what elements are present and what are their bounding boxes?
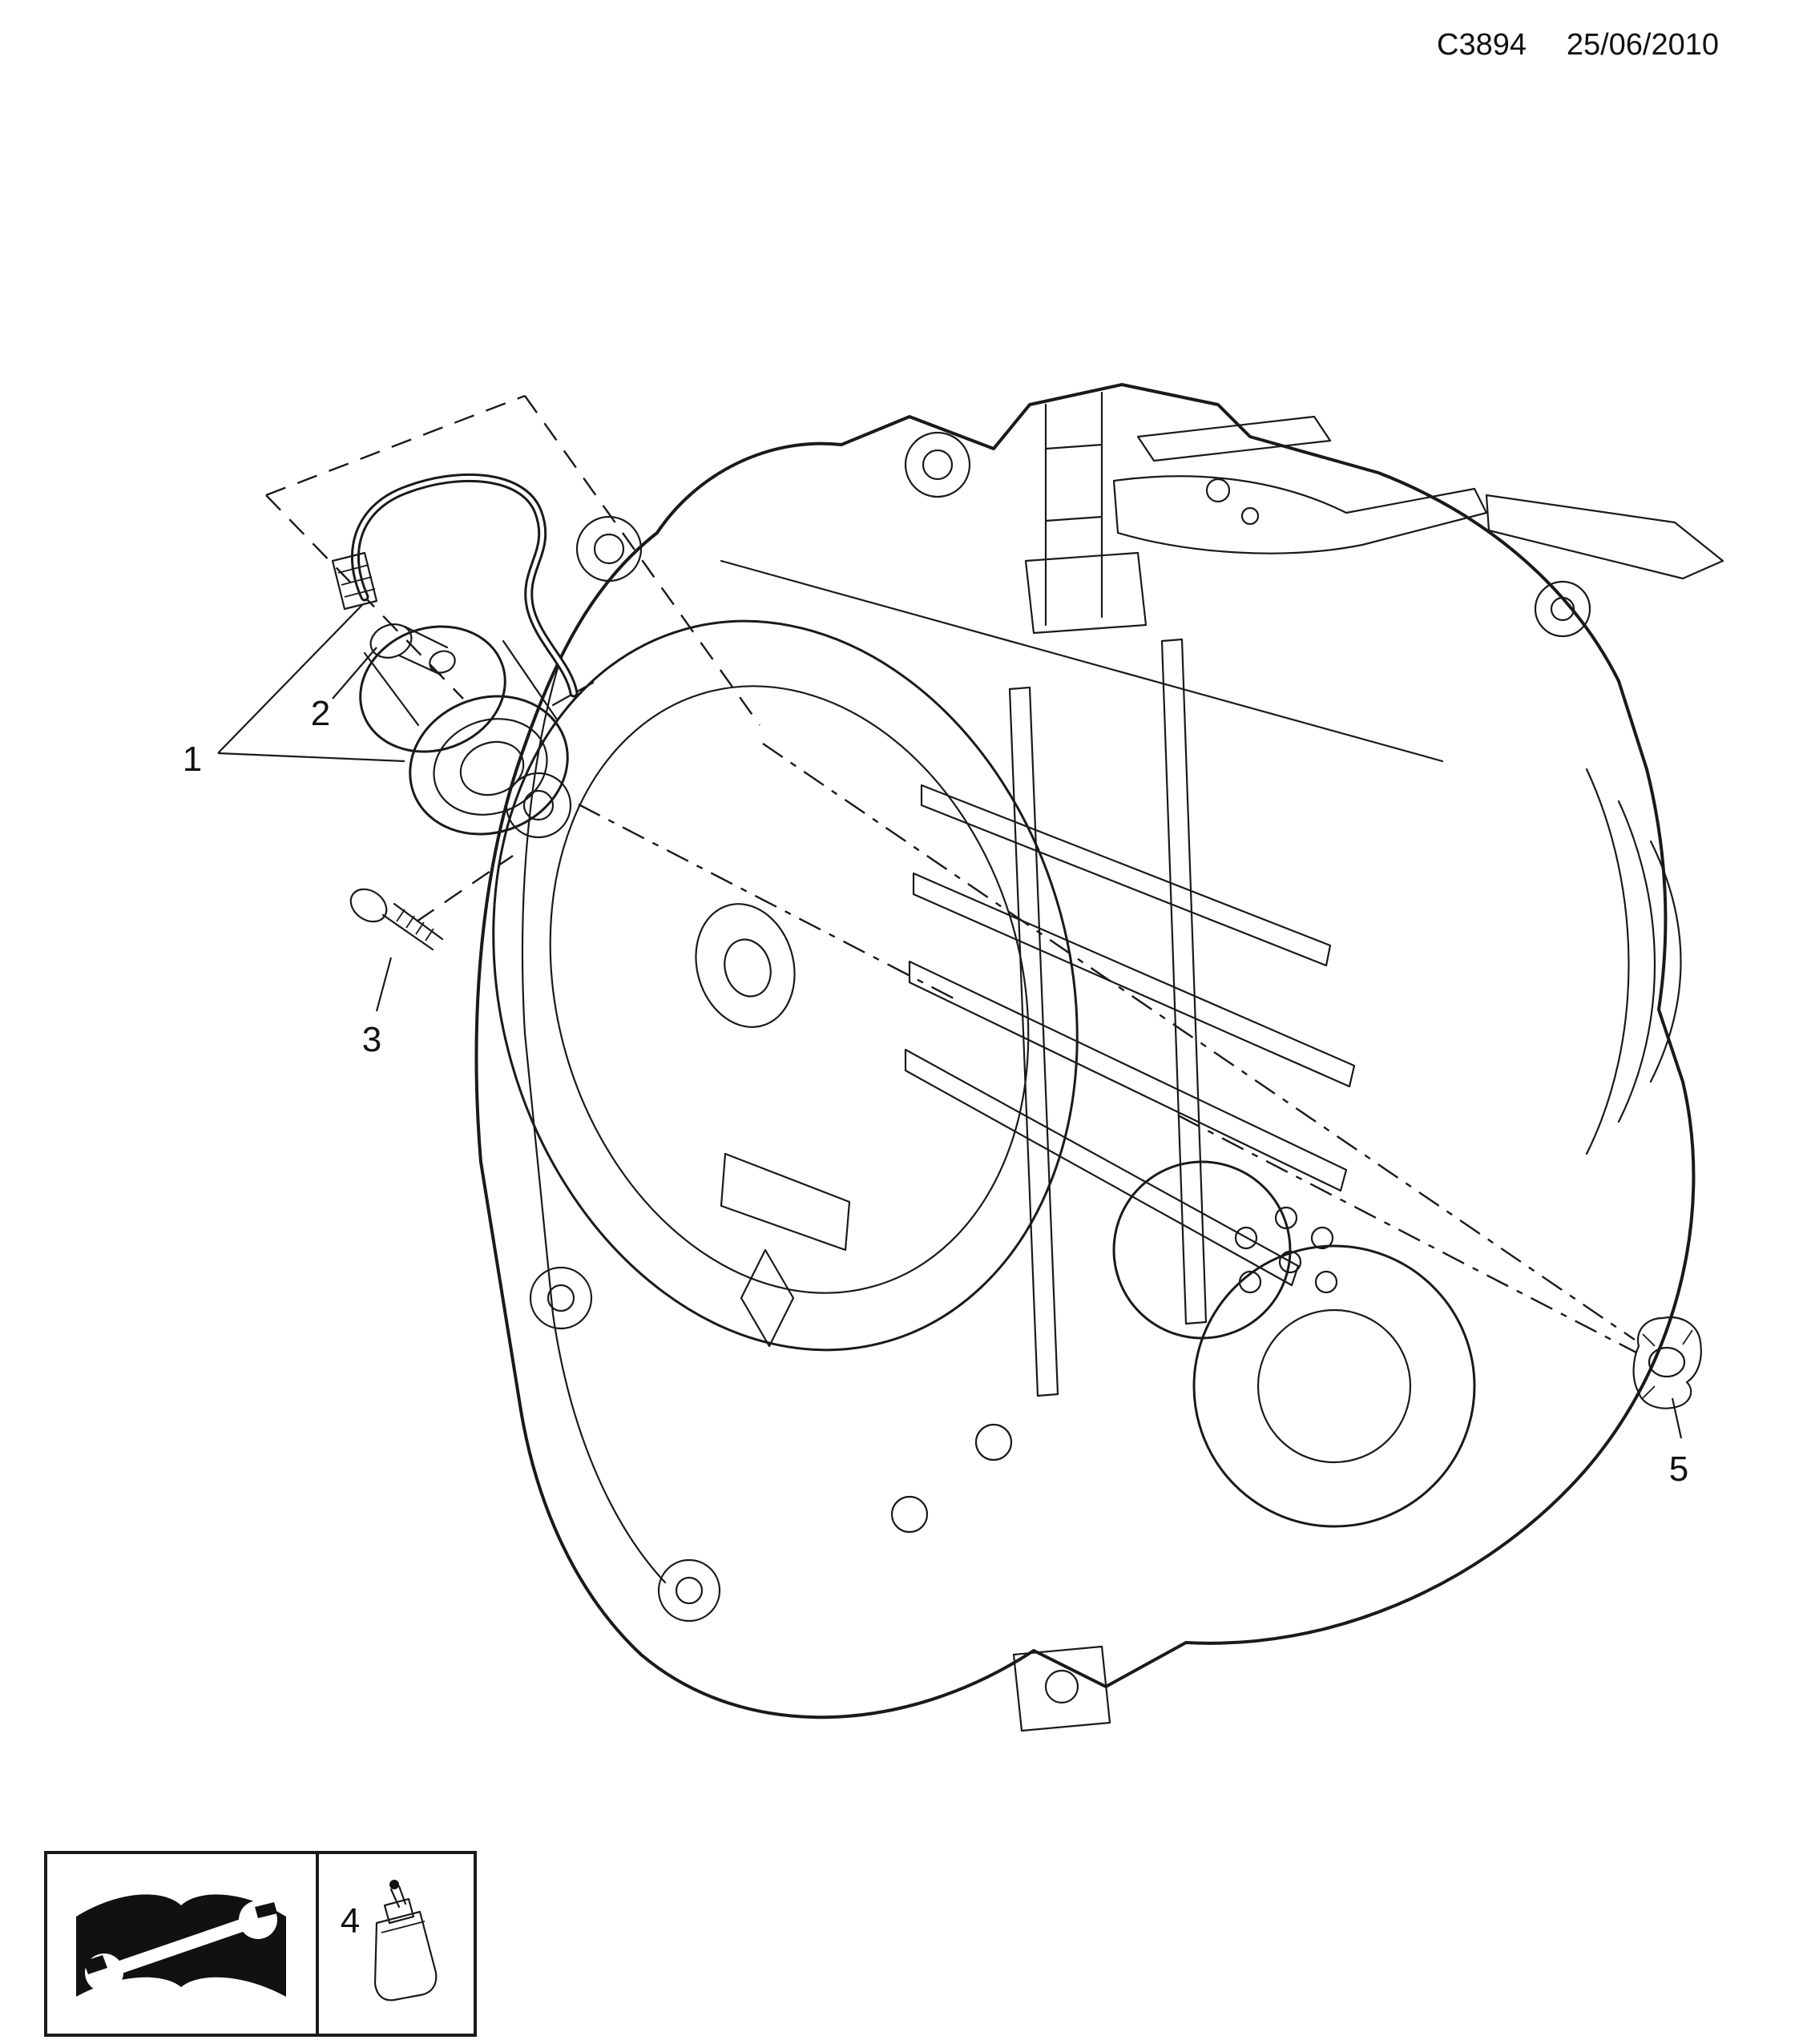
callout-4: 4 — [341, 1901, 360, 1941]
differential-housing — [1112, 1160, 1476, 1528]
bleed-screw — [369, 623, 456, 676]
manual-book-icon — [76, 1894, 286, 1997]
callout-1: 1 — [183, 740, 202, 779]
bottom-mount — [1012, 1645, 1111, 1732]
figure-code: C3894 — [1437, 28, 1527, 62]
callout-5: 5 — [1669, 1449, 1688, 1489]
grease-bottle-icon — [373, 1880, 438, 2002]
construction-lines — [265, 394, 760, 726]
retaining-clip — [1632, 1316, 1702, 1409]
leader-lines — [217, 604, 1683, 1439]
wrench-icon — [83, 1901, 277, 1992]
center-lines — [416, 743, 1637, 1354]
slave-cylinder-assembly — [331, 473, 595, 836]
legend-box: 4 — [44, 1851, 477, 2037]
gearbox-outline — [474, 383, 1696, 1719]
mounting-bolt — [349, 888, 444, 951]
callout-2: 2 — [311, 694, 330, 733]
shift-linkage — [1024, 391, 1724, 635]
case-ribs — [720, 559, 1444, 1397]
end-cover-ribs — [1585, 768, 1682, 1155]
callout-3: 3 — [362, 1020, 381, 1059]
figure-date: 25/06/2010 — [1567, 28, 1719, 62]
hydraulic-pipe — [331, 473, 579, 698]
gearbox-drawing — [474, 383, 1724, 1732]
mounting-bosses — [505, 431, 1591, 1623]
bell-housing — [492, 619, 1079, 1584]
figure-header: C3894 25/06/2010 — [1437, 28, 1719, 62]
